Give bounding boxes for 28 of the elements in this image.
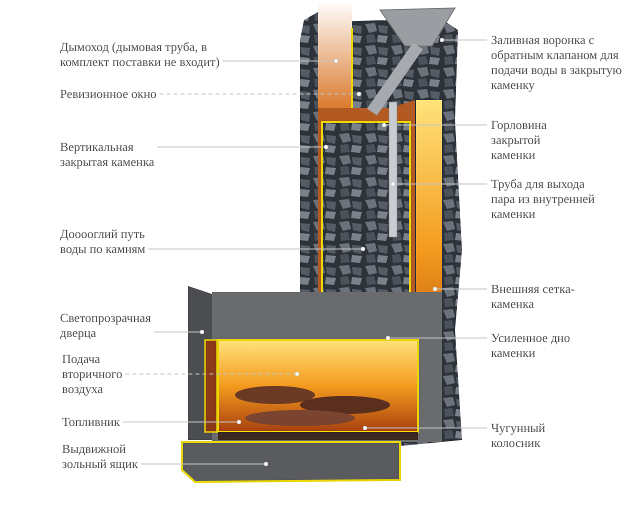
leader-line xyxy=(386,336,488,340)
callout-text: Топливник xyxy=(62,415,132,430)
leader-line xyxy=(390,182,488,186)
leader-line xyxy=(159,92,362,96)
leader-line xyxy=(140,462,268,466)
callout-text: Заливная воронка с обратным клапаном для подачи воды в закрытую каменку xyxy=(491,33,631,93)
callout-text: Ревизионное окно xyxy=(60,87,210,102)
leader-line xyxy=(382,122,488,128)
leader-line xyxy=(156,144,328,150)
leader-line xyxy=(222,58,338,64)
leader-line xyxy=(362,426,488,430)
leader-line xyxy=(124,372,300,376)
callout-text: Дооооглий путь воды по камням xyxy=(60,227,170,257)
callout-text: Труба для выхода пара из внутренней каменки xyxy=(491,177,606,222)
leader-line xyxy=(432,286,488,292)
leader-line xyxy=(440,38,488,42)
callout-text: Подача вторичного воздуха xyxy=(62,352,132,397)
callout-text: Выдвижной зольный ящик xyxy=(62,442,152,472)
callout-text: Чугунный колосник xyxy=(491,421,571,451)
leader-line xyxy=(122,420,242,424)
leader-line xyxy=(153,330,204,334)
callout-text: Горловина закрытой каменки xyxy=(491,118,581,163)
callout-text: Светопрозрачная дверца xyxy=(60,311,165,341)
leader-line xyxy=(148,246,366,252)
callout-text: Дымоход (дымовая труба, в комплект поставки не входит) xyxy=(60,40,245,70)
callout-text: Внешняя сетка-каменка xyxy=(491,282,586,312)
callout-text: Вертикальная закрытая каменка xyxy=(60,140,155,170)
callout-text: Усиленное дно каменки xyxy=(491,331,586,361)
